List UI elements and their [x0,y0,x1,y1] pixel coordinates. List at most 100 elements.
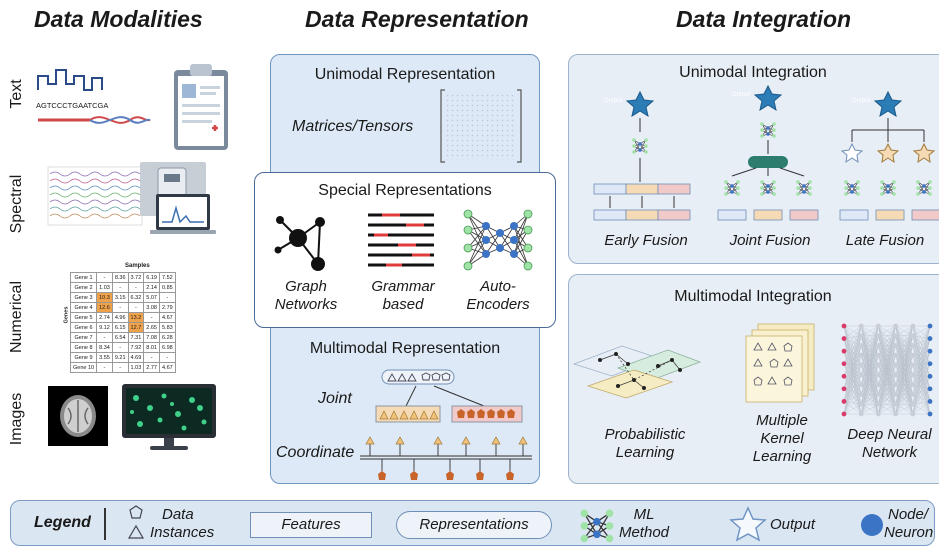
dnn-node [876,411,881,417]
output-star-label-early: Output [604,98,623,104]
dnn-edge [843,355,862,377]
dnn-edge [912,325,931,415]
dnn-edge [843,335,862,402]
dnn-node [876,323,881,329]
dnn-edge [878,404,896,415]
grammar-label-2: based [382,296,424,313]
dnn-edge [912,338,931,366]
dnn-edge [843,345,862,402]
brain-mri-icon [48,386,108,446]
gene-value-cell: 7.52 [158,272,176,283]
dnn-edge [912,325,931,377]
dnn-edge [843,394,862,415]
dnn-edge [912,338,931,415]
fusion-diagram [593,84,939,221]
gene-value-cell: 7.92 [127,342,145,353]
output-star-label-joint: Output [732,92,751,98]
dnn-edge [895,325,913,366]
dnn-node [858,352,864,358]
dnn-node [927,361,933,367]
dnn-edge [878,325,896,375]
legend-representations-box [396,511,552,539]
gene-value-cell: 6.19 [143,272,160,283]
multimodal-integration-title: Multimodal Integration [674,288,832,305]
gene-name-cell: Gene 1 [69,272,98,283]
table-title: Samples [125,263,150,269]
dnn-edge [878,325,896,415]
autoencoder-icon [463,209,533,271]
gene-value-cell: 8.34 [96,342,113,353]
dnn-edge [912,338,931,375]
title-data-integration: Data Integration [676,6,852,32]
dnn-edge [861,325,879,415]
modality-spectral-label: Spectral [8,174,25,234]
dnn-edge [878,325,896,366]
dnn-edge [843,335,862,377]
dnn-edge [912,351,931,405]
dnn-edge [843,388,862,415]
dnn-edge [878,374,896,415]
unimodal-representation-title: Unimodal Representation [314,66,496,83]
gene-value-cell: 4.67 [158,362,176,373]
dnn-edge [912,335,931,364]
modality-images-label: Images [8,392,25,446]
dnn-node [876,392,881,397]
gene-value-cell: 4.67 [158,312,176,323]
ml-method-icon [579,508,615,544]
joint-fusion-label: Joint Fusion [729,232,811,249]
graph-networks-label-1: Graph [285,278,327,295]
dnn-edge [843,325,862,385]
dnn-edge [912,351,931,376]
dnn-edge [912,376,931,415]
dnn-node [893,333,898,339]
gene-value-cell: 3.55 [96,352,113,363]
dnn-node [841,373,847,379]
dnn-node [910,382,916,388]
dnn-edge [895,325,913,385]
gene-value-cell: - [96,332,113,343]
gene-value-cell: - [111,302,129,313]
dnn-edge [895,325,913,346]
dnn-edge [843,363,862,415]
dnn-edge [912,325,931,375]
gene-name-cell: Gene 10 [69,362,98,373]
probabilistic-label-1: Probabilistic [604,426,686,443]
dnn-edge [843,351,862,405]
gene-name-cell: Gene 2 [69,282,98,293]
dnn-edge [878,384,896,415]
dnn-edge [843,335,862,415]
dnn-edge [843,325,862,352]
dnn-edge [912,338,931,405]
dnn-edge [878,335,896,415]
dnn-edge [878,345,896,415]
dnn-edge [861,325,879,395]
dnn-edge [861,325,879,385]
kernel-learning-icon [745,323,815,403]
matrices-label: Matrices/Tensors [292,118,414,135]
dnn-edge [912,351,931,395]
dnn-edge [843,404,862,415]
gene-value-cell: 6.15 [111,322,129,333]
dnn-edge [843,364,862,389]
unimodal-integration-title: Unimodal Integration [679,64,827,81]
gene-value-cell: 4.96 [111,312,129,323]
data-instances-icon [127,505,145,539]
dnn-edge [843,355,862,389]
gene-value-cell: 3.15 [111,292,129,303]
dnn-node [858,323,864,329]
gene-value-cell: 2.77 [143,362,160,373]
dnn-edge [912,350,931,366]
gene-value-cell: 3.08 [143,302,160,313]
dnn-node [858,343,864,348]
gene-value-cell: 7.08 [143,332,160,343]
dnn-node [910,372,916,378]
late-fusion-label: Late Fusion [845,232,925,249]
neuron-node-icon [861,514,883,536]
legend-node-label-1: Node/ [888,506,929,523]
dnn-node [893,362,898,368]
gene-name-cell: Gene 6 [69,322,98,333]
